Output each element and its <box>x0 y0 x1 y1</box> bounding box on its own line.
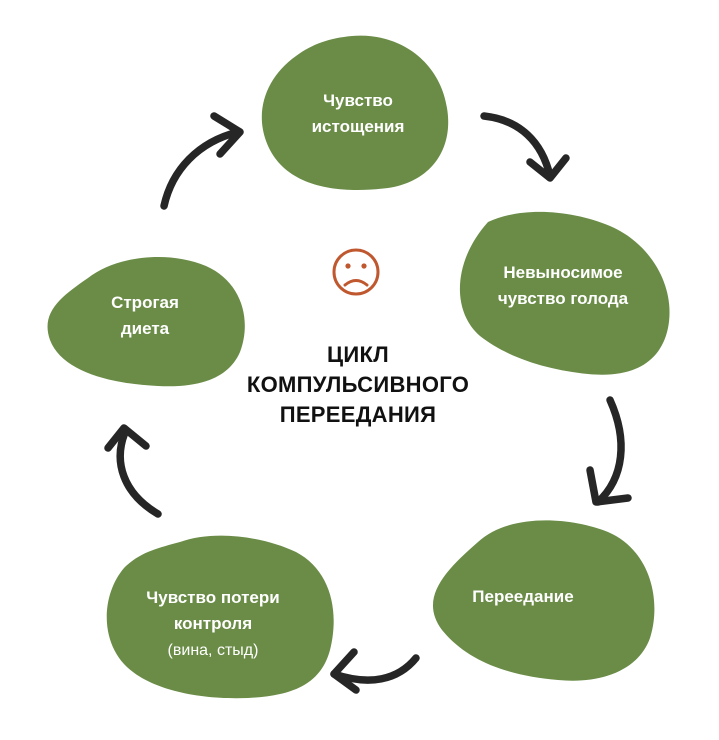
node-hunger-line-2: чувство голода <box>498 289 629 308</box>
center-title: ЦИКЛ КОМПУЛЬСИВНОГО ПЕРЕЕДАНИЯ <box>247 342 469 427</box>
node-exhaustion: Чувство истощения <box>261 35 449 191</box>
node-exhaustion-line-2: истощения <box>312 117 405 136</box>
node-strict-diet-line-1: Строгая <box>111 293 179 312</box>
center-title-line-2: КОМПУЛЬСИВНОГО <box>247 372 469 397</box>
center-title-line-1: ЦИКЛ <box>327 342 389 367</box>
node-strict-diet: Строгая диета <box>47 256 245 387</box>
node-exhaustion-line-1: Чувство <box>323 91 393 110</box>
node-loss-of-control: Чувство потери контроля (вина, стыд) <box>106 535 334 699</box>
node-exhaustion-blob <box>261 35 449 191</box>
node-strict-diet-blob <box>47 256 245 387</box>
center-title-line-3: ПЕРЕЕДАНИЯ <box>280 402 437 427</box>
node-strict-diet-line-2: диета <box>121 319 170 338</box>
node-overeating: Переедание <box>432 520 655 681</box>
arrow-strict-diet-to-exhaustion <box>160 112 244 210</box>
node-overeating-blob <box>432 520 655 681</box>
node-hunger: Невыносимое чувство голода <box>459 211 670 375</box>
arrow-hunger-to-overeating <box>586 396 632 506</box>
node-loss-of-control-sub: (вина, стыд) <box>168 642 259 659</box>
node-overeating-line-1: Переедание <box>472 587 573 606</box>
arrow-loss-of-control-to-strict-diet <box>104 424 162 518</box>
sad-face-icon <box>332 248 380 296</box>
node-hunger-line-1: Невыносимое <box>503 263 622 282</box>
node-loss-of-control-line-2: контроля <box>174 614 252 633</box>
arrow-exhaustion-to-hunger <box>480 112 570 182</box>
node-loss-of-control-blob <box>106 535 334 699</box>
node-loss-of-control-line-1: Чувство потери <box>146 588 279 607</box>
arrow-overeating-to-loss-of-control <box>330 648 420 694</box>
node-hunger-blob <box>459 211 670 375</box>
